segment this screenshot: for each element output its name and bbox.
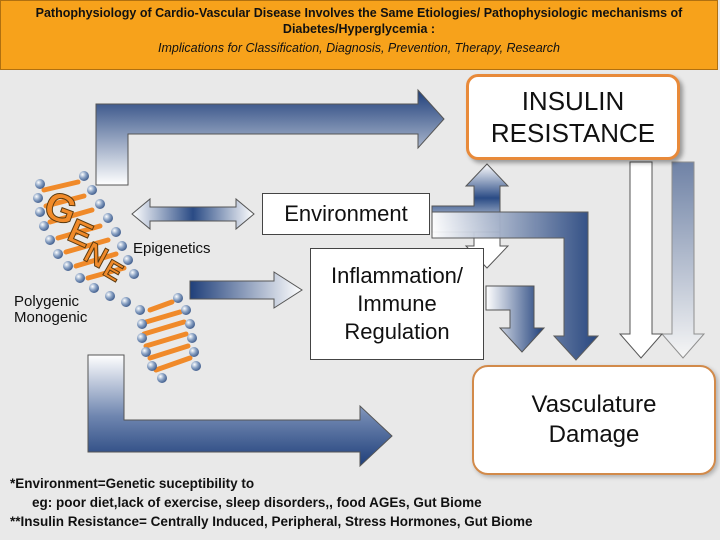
subtitle-text: Implications for Classification, Diagnos…: [157, 41, 561, 55]
gene-dna-strand: G E N E: [33, 171, 201, 383]
monogenic-text: Monogenic: [14, 309, 88, 326]
insulin-to-vasculature-arrow-1: [618, 161, 664, 359]
environment-box: Environment: [262, 193, 430, 235]
polygenic-monogenic-label: Polygenic Monogenic: [14, 294, 87, 326]
vasculature-line-1: Vasculature: [531, 391, 657, 418]
epigenetics-double-arrow: [131, 197, 255, 231]
dna-stripes: [41, 179, 193, 373]
footnote-line-1: *Environment=Genetic suceptibility to: [10, 476, 255, 491]
vasculature-line-2: Damage: [548, 421, 640, 448]
insulin-resistance-box: INSULIN RESISTANCE: [466, 74, 680, 160]
insulin-line-2: RESISTANCE: [490, 118, 656, 148]
insulin-to-vasculature-arrow-2: [660, 161, 706, 359]
insulin-line-1: INSULIN: [521, 86, 625, 116]
epigenetics-label: Epigenetics: [133, 240, 211, 257]
inflammation-box: Inflammation/ Immune Regulation: [310, 248, 484, 360]
inflammation-line-3: Regulation: [344, 319, 450, 344]
title-text: Pathophysiology of Cardio-Vascular Disea…: [35, 6, 683, 36]
top-arrow-to-insulin: [95, 88, 445, 186]
environment-label: Environment: [284, 201, 408, 226]
polygenic-arrow: [189, 271, 303, 309]
footnotes: *Environment=Genetic suceptibility to eg…: [10, 474, 710, 531]
vasculature-damage-box: Vasculature Damage: [472, 365, 716, 475]
footnote-line-2: eg: poor diet,lack of exercise, sleep di…: [32, 495, 482, 510]
bottom-arrow-to-vasculature: [87, 354, 393, 468]
polygenic-text: Polygenic: [14, 293, 80, 310]
environment-to-vasculature-arrow: [431, 211, 600, 361]
inflammation-line-2: Immune: [357, 291, 437, 316]
title-banner: Pathophysiology of Cardio-Vascular Disea…: [0, 0, 718, 70]
inflammation-line-1: Inflammation/: [330, 263, 464, 288]
footnote-line-3: **Insulin Resistance= Centrally Induced,…: [10, 514, 533, 529]
dna-beads: [33, 171, 201, 383]
inflammation-to-vasculature-arrow: [485, 285, 546, 353]
